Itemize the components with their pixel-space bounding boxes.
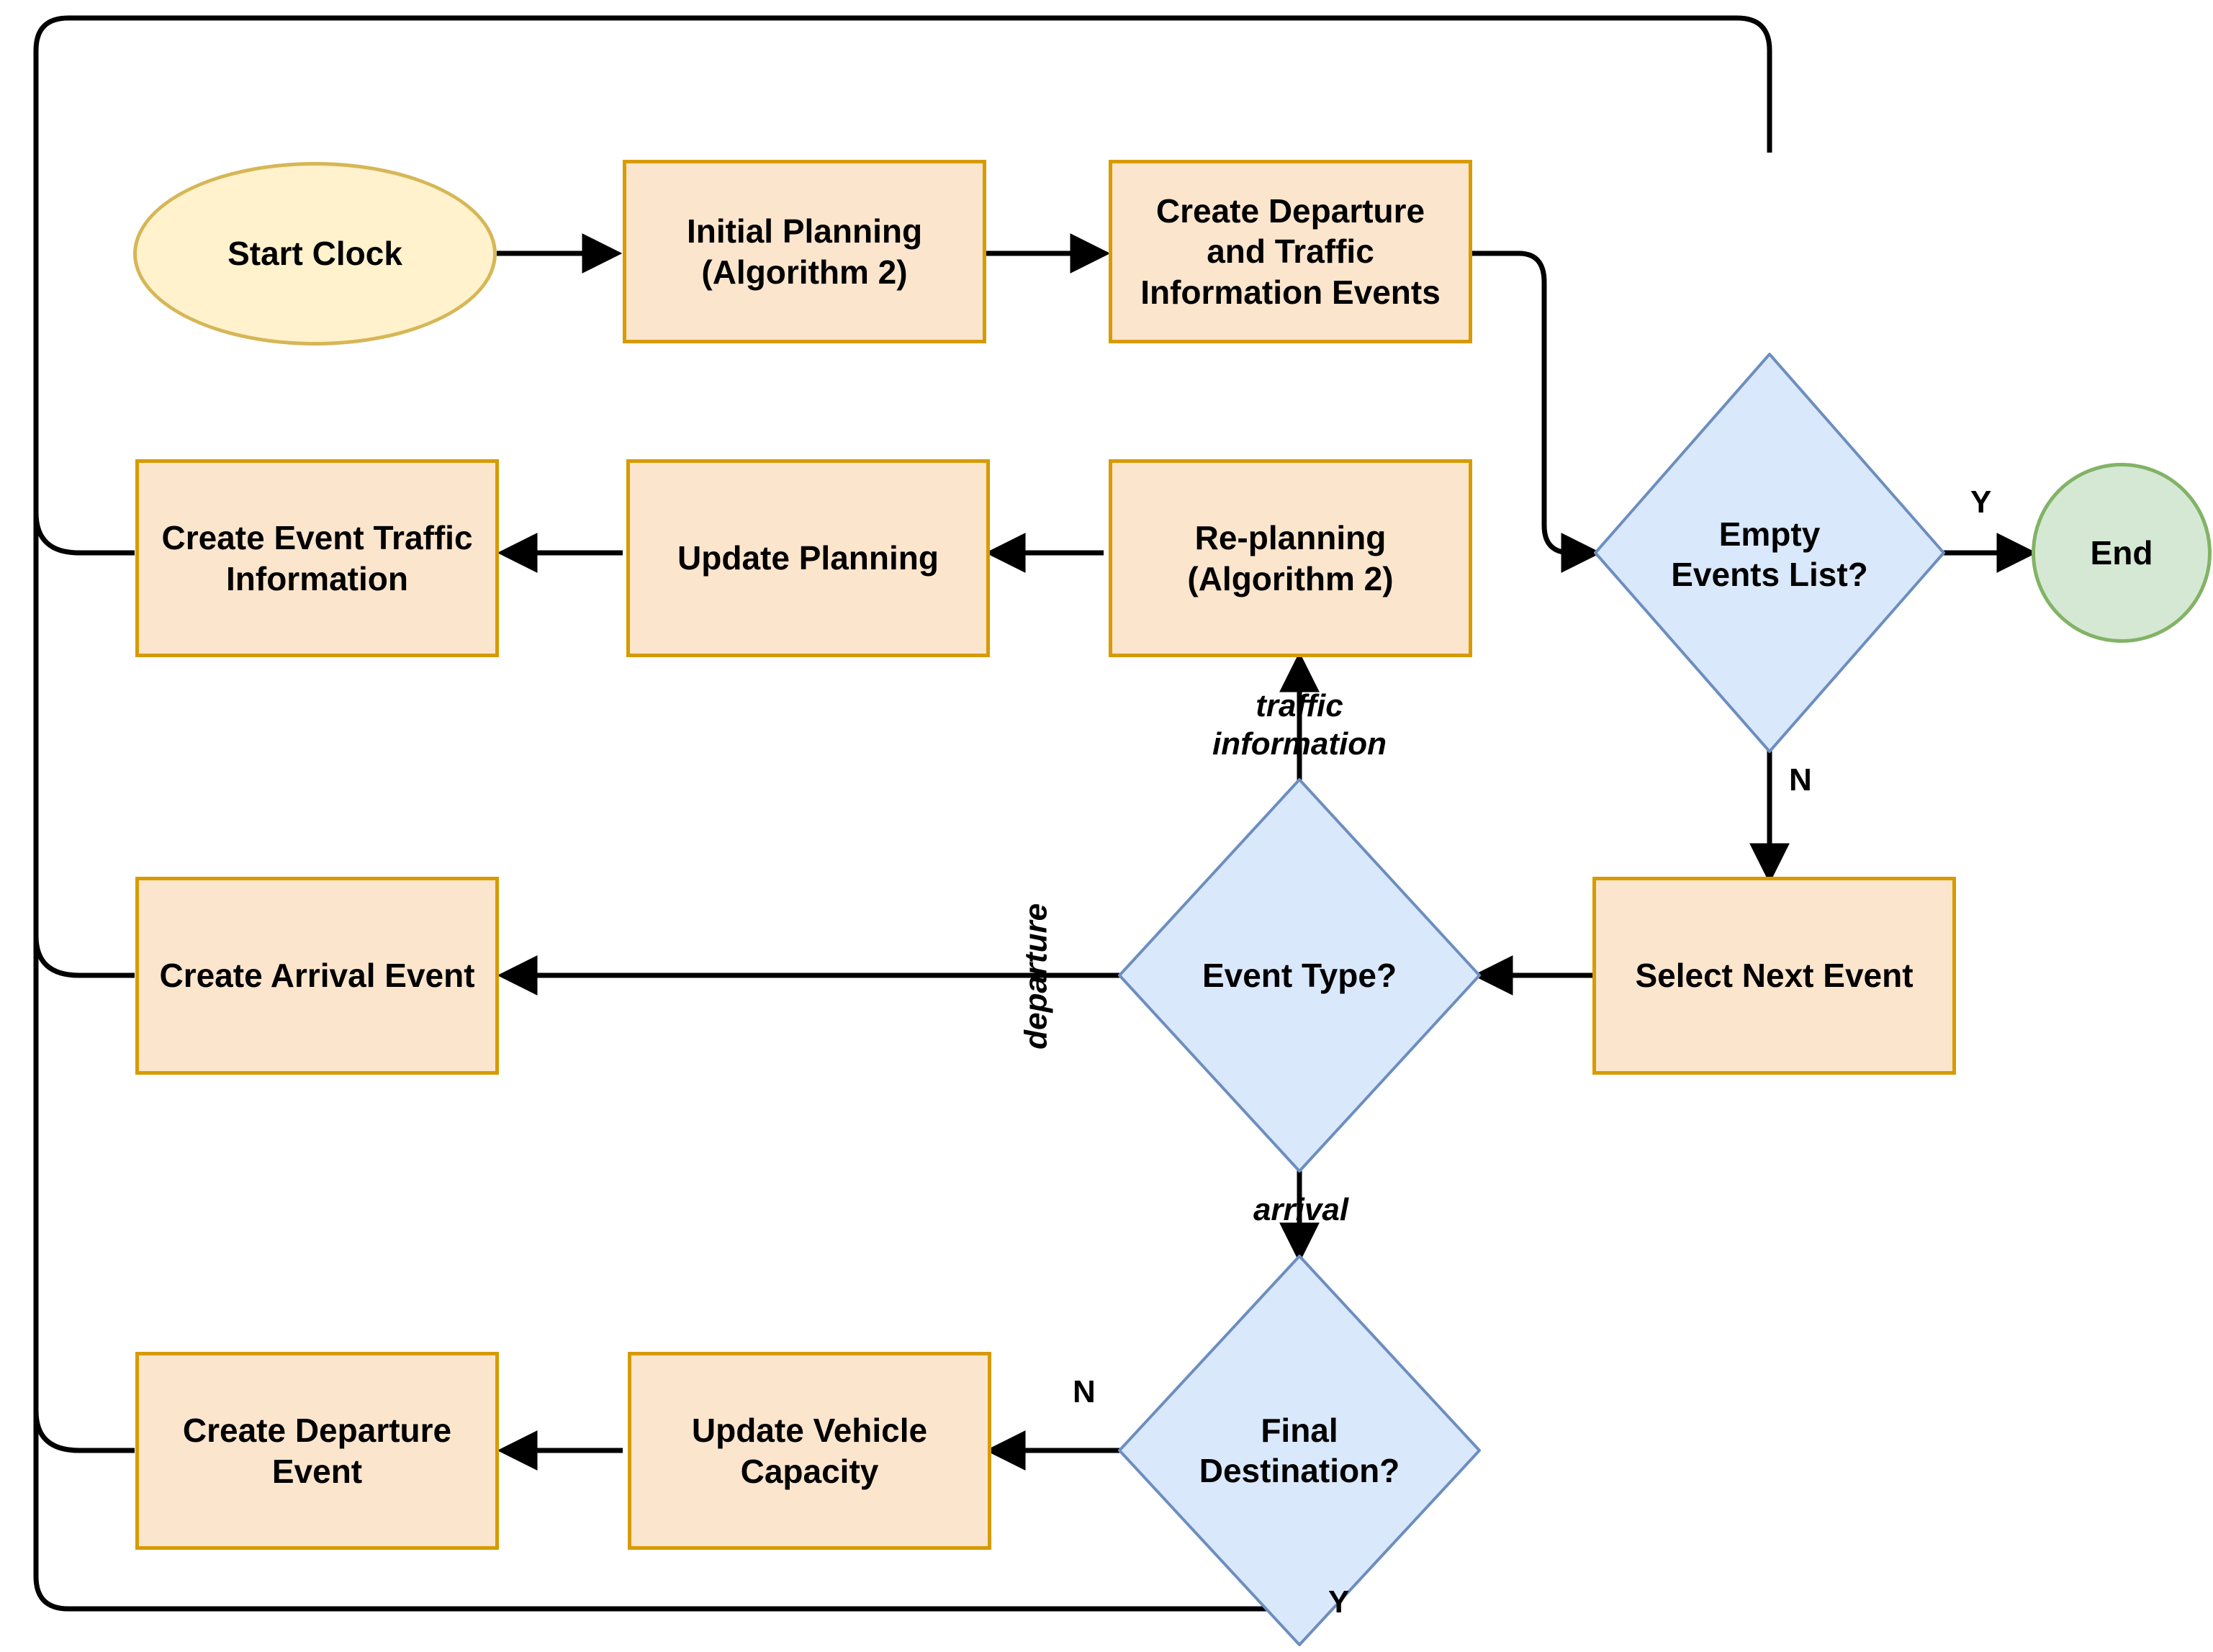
node-update-vehicle-capacity-label-line2: Capacity — [740, 1452, 879, 1490]
node-re-planning-label-line1: Re-planning — [1194, 519, 1387, 557]
node-create-arrival-event[interactable]: Create Arrival Event — [135, 877, 499, 1075]
node-initial-planning-label-line2: (Algorithm 2) — [701, 253, 908, 291]
edge-create-departure-event-to-left-trunk — [33, 1410, 135, 1453]
edge-label-event-type-arrival: arrival — [1253, 1192, 1349, 1227]
edge-label-empty-events-list-yes: Y — [1970, 484, 1992, 520]
node-final-destination[interactable]: Final Destination? — [1155, 1393, 1443, 1508]
node-end[interactable]: End — [2032, 463, 2212, 643]
node-empty-events-list-label-line2: Events List? — [1671, 556, 1868, 593]
node-update-planning-label: Update Planning — [677, 539, 939, 577]
node-create-departure-and-traffic-information-events[interactable]: Create Departure and Traffic Information… — [1109, 160, 1472, 343]
node-create-events-label-line3: Information Events — [1140, 273, 1441, 311]
edge-label-final-destination-no: N — [1073, 1374, 1096, 1409]
node-event-type-label: Event Type? — [1202, 956, 1397, 994]
node-create-departure-event-label-line2: Event — [271, 1452, 363, 1490]
node-update-vehicle-capacity-label-line1: Update Vehicle — [691, 1412, 928, 1450]
edge-create-event-traffic-info-to-left-trunk — [33, 512, 135, 556]
node-update-vehicle-capacity[interactable]: Update Vehicle Capacity — [628, 1352, 991, 1550]
node-create-arrival-event-label: Create Arrival Event — [159, 957, 475, 995]
node-re-planning-label-line2: (Algorithm 2) — [1187, 559, 1394, 597]
node-empty-events-list[interactable]: Empty Events List? — [1626, 497, 1914, 612]
decision-event-type-shape — [1118, 778, 1481, 1173]
node-select-next-event[interactable]: Select Next Event — [1592, 877, 1956, 1075]
node-initial-planning[interactable]: Initial Planning (Algorithm 2) — [623, 160, 986, 343]
decision-empty-events-list-shape — [1594, 353, 1945, 753]
node-create-events-label-line1: Create Departure — [1155, 192, 1425, 230]
edge-label-traffic-line1: traffic — [1256, 688, 1343, 723]
node-initial-planning-label-line1: Initial Planning — [686, 212, 923, 250]
node-create-departure-event[interactable]: Create Departure Event — [135, 1352, 499, 1550]
node-start-clock[interactable]: Start Clock — [133, 162, 497, 346]
node-start-clock-label: Start Clock — [227, 235, 402, 273]
edge-label-event-type-traffic-information: traffic information — [1191, 687, 1407, 764]
decision-final-destination-shape — [1118, 1255, 1481, 1646]
edge-label-event-type-departure: departure — [1018, 903, 1054, 1050]
node-create-departure-event-label-line1: Create Departure — [182, 1412, 452, 1450]
node-update-planning[interactable]: Update Planning — [626, 459, 990, 657]
edge-create-arrival-event-to-left-trunk — [33, 935, 135, 978]
edge-create-events-to-empty-events-list — [1472, 250, 1602, 573]
edge-label-empty-events-list-no: N — [1789, 762, 1812, 798]
node-create-event-traffic-info-label-line1: Create Event Traffic — [161, 519, 473, 557]
node-empty-events-list-label-line1: Empty — [1718, 515, 1821, 553]
node-create-events-label-line2: and Traffic — [1207, 233, 1374, 271]
node-create-event-traffic-info-label-line2: Information — [226, 559, 408, 597]
edge-label-traffic-line2: information — [1212, 726, 1387, 762]
node-end-label: End — [2090, 533, 2153, 572]
node-final-destination-label-line2: Destination? — [1199, 1452, 1400, 1489]
node-create-event-traffic-information[interactable]: Create Event Traffic Information — [135, 459, 499, 657]
edge-label-final-destination-yes: Y — [1328, 1584, 1350, 1620]
node-final-destination-label-line1: Final — [1261, 1411, 1338, 1449]
node-event-type[interactable]: Event Type? — [1155, 947, 1443, 1004]
node-select-next-event-label: Select Next Event — [1635, 957, 1914, 995]
node-re-planning[interactable]: Re-planning (Algorithm 2) — [1109, 459, 1472, 657]
